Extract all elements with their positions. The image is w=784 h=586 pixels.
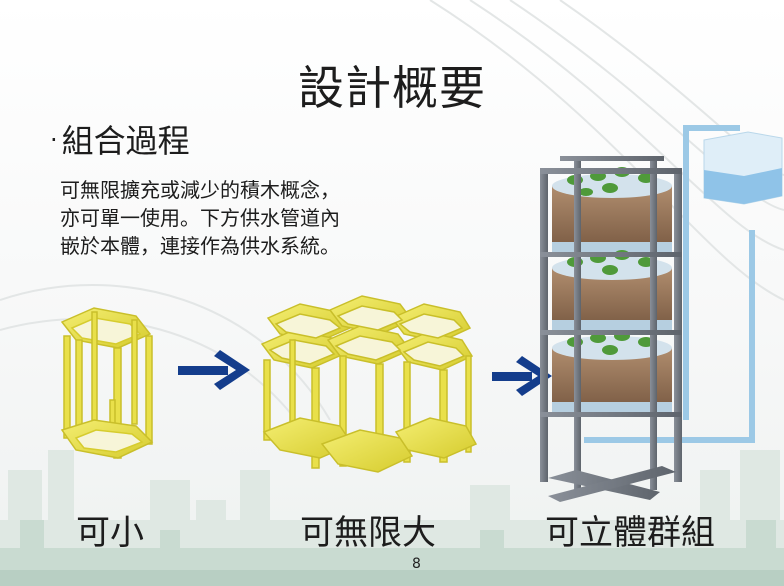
tower-frame — [540, 156, 682, 502]
single-module-illustration — [60, 307, 154, 459]
water-pipe — [584, 125, 755, 443]
description: 可無限擴充或減少的積木概念， 亦可單一使用。下方供水管道內 嵌於本體，連接作為供… — [60, 176, 440, 260]
caption-unlimited: 可無限大 — [300, 513, 436, 553]
slide-title: 設計概要 — [298, 61, 486, 115]
page-number: 8 — [412, 556, 421, 572]
module-cluster-illustration — [260, 295, 478, 473]
bullet: · — [50, 126, 58, 154]
section-heading-text: 組合過程 — [61, 122, 190, 160]
stacked-tower-illustration — [540, 125, 783, 502]
arrow-right-icon — [178, 350, 250, 390]
description-line-1: 可無限擴充或減少的積木概念， — [60, 178, 340, 202]
description-line-3: 嵌於本體，連接作為供水系統。 — [60, 234, 340, 258]
arrow-right-icon-2 — [492, 356, 552, 396]
caption-stackable: 可立體群組 — [545, 513, 715, 553]
section-heading: ·組合過程 — [50, 116, 190, 162]
background-skyline-darker — [0, 570, 784, 586]
water-tank — [703, 131, 783, 205]
caption-small: 可小 — [76, 513, 144, 553]
description-line-2: 亦可單一使用。下方供水管道內 — [60, 206, 340, 230]
